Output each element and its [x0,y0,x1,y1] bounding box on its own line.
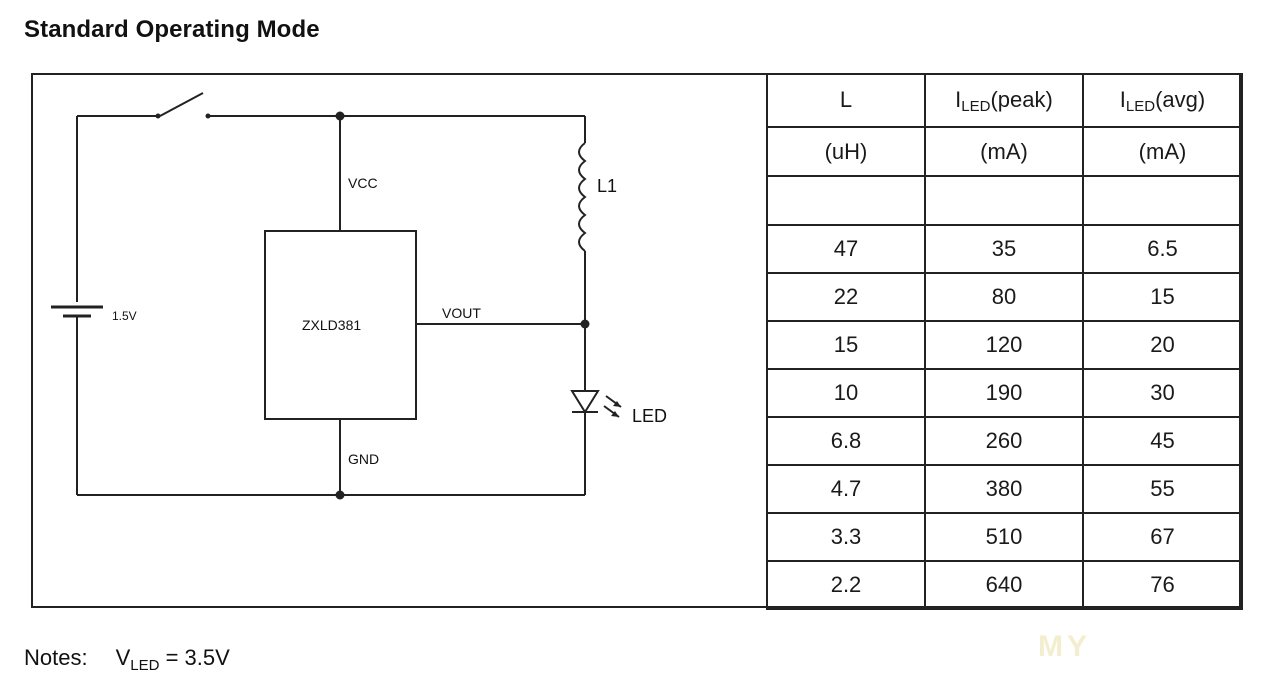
table-row: 22 80 15 [766,272,1243,322]
table-cell: 640 [924,560,1084,610]
table-cell: 4.7 [766,464,926,514]
chip-label: ZXLD381 [302,317,361,333]
table-cell: 30 [1082,368,1243,418]
inductor-label: L1 [597,176,617,196]
inductor-coil-icon [578,142,587,252]
notes-voltage-symbol: V [115,645,131,670]
switch-contact-left [155,113,161,119]
table-cell: 260 [924,416,1084,466]
notes-line: Notes: VLED = 3.5V [24,645,230,674]
gnd-label: GND [348,451,379,467]
table-row: 47 35 6.5 [766,224,1243,274]
table-cell: 3.3 [766,512,926,562]
led-ray-head-2 [611,411,619,417]
notes-voltage-subscript: LED [130,657,160,674]
vout-label: VOUT [442,305,481,321]
table-cell: 380 [924,464,1084,514]
table-cell: 120 [924,320,1084,370]
empty-cell [1082,175,1243,226]
table-cell: 45 [1082,416,1243,466]
table-row: 4.7 380 55 [766,464,1243,514]
table-cell: 35 [924,224,1084,274]
table-empty-row [766,175,1243,226]
switch-contact-right [205,113,211,119]
table-cell: 15 [1082,272,1243,322]
header-cell-avg-current: ILED(avg) [1082,73,1243,128]
junction-dot-vcc [335,111,345,121]
table-cell: 76 [1082,560,1243,610]
table-cell: 20 [1082,320,1243,370]
table-row: 15 120 20 [766,320,1243,370]
junction-dot-vout [580,319,590,329]
circuit-schematic: 1.5V VCC ZXLD381 VOUT GND L1 LED [51,92,667,500]
table-cell: 2.2 [766,560,926,610]
junction-dot-gnd [335,490,345,500]
table-cell: 510 [924,512,1084,562]
table-row: 3.3 510 67 [766,512,1243,562]
watermark: MY [1038,630,1091,663]
unit-cell: (mA) [924,126,1084,177]
switch-icon [159,92,204,117]
table-cell: 10 [766,368,926,418]
vcc-label: VCC [348,175,378,191]
table-cell: 67 [1082,512,1243,562]
notes-voltage-value: = 3.5V [159,645,230,670]
notes-label: Notes: [24,645,88,670]
empty-cell [924,175,1084,226]
led-ray-head-1 [613,401,621,407]
empty-cell [766,175,926,226]
table-cell: 55 [1082,464,1243,514]
battery-label: 1.5V [112,309,137,323]
table-row: 10 190 30 [766,368,1243,418]
table-cell: 6.5 [1082,224,1243,274]
table-cell: 22 [766,272,926,322]
header-cell-peak-current: ILED(peak) [924,73,1084,128]
led-diode-icon [570,390,600,414]
table-row: 6.8 260 45 [766,416,1243,466]
unit-cell: (mA) [1082,126,1243,177]
table-cell: 6.8 [766,416,926,466]
inductor-current-table: L ILED(peak) ILED(avg) (uH) (mA) (mA) 47… [766,73,1243,610]
led-label: LED [632,406,667,426]
table-cell: 80 [924,272,1084,322]
table-header-row: L ILED(peak) ILED(avg) [766,73,1243,128]
header-cell-inductance: L [766,73,926,128]
unit-cell: (uH) [766,126,926,177]
table-units-row: (uH) (mA) (mA) [766,126,1243,177]
table-cell: 15 [766,320,926,370]
table-cell: 190 [924,368,1084,418]
page-title: Standard Operating Mode [24,16,320,43]
table-row: 2.2 640 76 [766,560,1243,610]
table-cell: 47 [766,224,926,274]
